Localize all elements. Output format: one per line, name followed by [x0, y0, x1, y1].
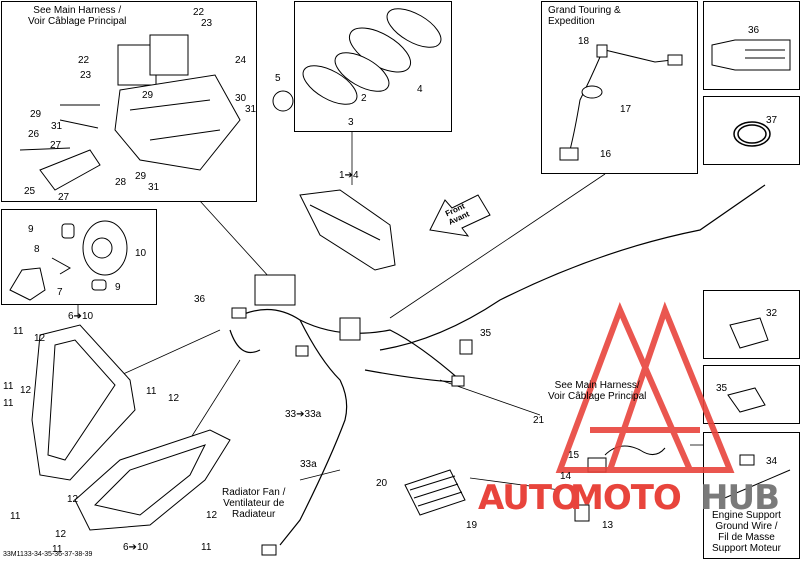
leader-lines — [77, 131, 703, 491]
front-headlamp — [74, 429, 231, 531]
callout-34: 34 — [766, 456, 778, 467]
callout-11: 11 — [10, 511, 21, 522]
callout-14: 14 — [560, 471, 572, 482]
ref-1-to-4: 1➔4 — [339, 170, 359, 181]
callout-37: 37 — [766, 115, 778, 126]
panel-grand-touring — [541, 1, 698, 174]
callout-13: 13 — [602, 520, 614, 531]
callout-36: 36 — [194, 294, 206, 305]
watermark-word-hub: HUB — [700, 478, 780, 518]
callout-18: 18 — [578, 36, 590, 47]
callout-8: 8 — [34, 244, 40, 255]
ref-6-to-10: 6➔10 — [123, 542, 149, 553]
bracket-assembly — [19, 34, 241, 191]
callout-16: 16 — [600, 149, 612, 160]
callout-9: 9 — [115, 282, 121, 293]
ref-6-to-10: 6➔10 — [68, 311, 94, 322]
callout-22: 22 — [78, 55, 90, 66]
panel-headlamp-bulb — [1, 209, 157, 305]
diagram-id-label: 33M1133-34-35-36-37-38-39 — [3, 551, 93, 558]
callout-23: 23 — [80, 70, 92, 81]
callout-29: 29 — [135, 171, 147, 182]
callout-5: 5 — [275, 73, 281, 84]
callout-4: 4 — [417, 84, 423, 95]
callout-31: 31 — [148, 182, 160, 193]
panel-gauge — [294, 1, 452, 132]
watermark-logo — [555, 301, 735, 473]
instrument-cluster — [299, 189, 396, 271]
grand-touring-harness — [559, 44, 683, 161]
callout-35: 35 — [716, 383, 728, 394]
callout-3: 3 — [348, 117, 354, 128]
callout-12: 12 — [67, 494, 79, 505]
callout-36: 36 — [748, 25, 760, 36]
callout-21: 21 — [533, 415, 545, 426]
callout-12: 12 — [20, 385, 32, 396]
callout-25: 25 — [24, 186, 36, 197]
callout-11: 11 — [52, 544, 63, 555]
callout-9: 9 — [28, 224, 34, 235]
callout-20: 20 — [376, 478, 388, 489]
callout-12: 12 — [55, 529, 67, 540]
callout-29: 29 — [30, 109, 42, 120]
headlamp-bulb — [9, 220, 128, 301]
callout-11: 11 — [146, 386, 157, 397]
callout-27: 27 — [58, 192, 70, 203]
callout-11: 11 — [3, 381, 14, 392]
callout-17: 17 — [620, 104, 632, 115]
ref-33-to-33a: 33➔33a — [285, 409, 322, 420]
voltage-regulator-right — [149, 34, 189, 76]
callout-11: 11 — [13, 326, 24, 337]
grease-tube — [711, 39, 791, 71]
callout-11: 11 — [201, 542, 212, 553]
callout-31: 31 — [51, 121, 63, 132]
callout-7: 7 — [57, 287, 63, 298]
callout-29: 29 — [142, 90, 154, 101]
callout-28: 28 — [115, 177, 127, 188]
front-arrow — [429, 194, 491, 237]
callout-23: 23 — [201, 18, 213, 29]
harness-connectors — [231, 274, 473, 556]
left-headlamp-housing — [31, 324, 136, 481]
callout-30: 30 — [235, 93, 247, 104]
relay-block — [39, 149, 101, 191]
caption-see-main-harness-right: See Main Harness/Voir Câblage Principal — [548, 380, 647, 402]
main-harness — [229, 184, 766, 546]
callout-35: 35 — [480, 328, 492, 339]
callout-15: 15 — [568, 450, 580, 461]
callout-10: 10 — [135, 248, 147, 259]
clamp — [733, 121, 771, 147]
callout-32: 32 — [766, 308, 778, 319]
gauge-parts — [272, 8, 442, 112]
callout-31: 31 — [245, 104, 257, 115]
callout-12: 12 — [34, 333, 46, 344]
callout-12: 12 — [168, 393, 180, 404]
callout-2: 2 — [361, 93, 367, 104]
voltage-regulator — [404, 469, 466, 516]
watermark-word-moto: MOTO — [570, 478, 682, 518]
inset-parts — [719, 317, 791, 501]
callout-22: 22 — [193, 7, 205, 18]
callout-27: 27 — [50, 140, 62, 151]
panel-clamp — [703, 96, 800, 165]
callout-11: 11 — [3, 398, 14, 409]
callout-12: 12 — [206, 510, 218, 521]
callout-33a: 33a — [300, 459, 317, 470]
panel-voltage-regulator-bracket — [1, 1, 257, 202]
callout-24: 24 — [235, 55, 247, 66]
watermark-word-auto: AUTO — [478, 478, 580, 518]
caption-grand-touring: Grand Touring &Expedition — [548, 5, 621, 27]
callout-26: 26 — [28, 129, 40, 140]
callout-19: 19 — [466, 520, 478, 531]
caption-see-main-harness-top: See Main Harness /Voir Câblage Principal — [28, 5, 127, 27]
